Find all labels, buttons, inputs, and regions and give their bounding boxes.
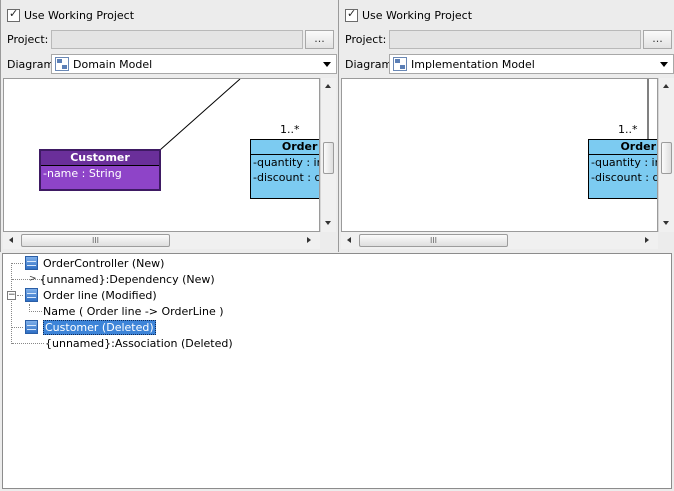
orderline-class-name: OrderL: [589, 140, 657, 155]
scroll-down-icon[interactable]: [663, 221, 669, 225]
right-use-working-project-checkbox[interactable]: ✓: [345, 6, 358, 22]
right-vertical-scrollbar[interactable]: [658, 78, 674, 232]
tree-item-label: {unnamed}:Association (Deleted): [45, 336, 233, 350]
right-project-label: Project:: [345, 33, 387, 46]
right-compare-panel: ✓ Use Working Project Project: ... Diagr…: [338, 0, 674, 252]
left-multiplicity-label: 1..*: [280, 123, 300, 136]
orderline-attr-quantity: -quantity : int: [591, 156, 657, 169]
left-vertical-scrollbar[interactable]: [320, 78, 336, 232]
customer-attr-name: -name : String: [43, 167, 122, 180]
scroll-right-icon[interactable]: [307, 237, 311, 243]
orderline-attr-discount: -discount : dou: [591, 171, 657, 184]
left-project-field[interactable]: [51, 30, 303, 49]
tree-item-label: Order line (Modified): [43, 288, 157, 302]
class-icon: [25, 256, 38, 270]
association-line[interactable]: [159, 79, 241, 151]
check-icon: ✓: [9, 6, 19, 20]
order-attr-discount: -discount : dou: [253, 171, 319, 184]
right-diagram-canvas[interactable]: 1..* OrderL -quantity : int -discount : …: [341, 78, 658, 232]
right-diagram-lines: [647, 79, 649, 139]
left-use-working-project-label: Use Working Project: [24, 8, 135, 22]
list-item[interactable]: OrderController (New): [25, 255, 164, 271]
diagram-icon: [393, 57, 407, 71]
left-use-working-project-checkbox[interactable]: ✓: [7, 6, 20, 22]
left-compare-panel: ✓ Use Working Project Project: ... Diagr…: [0, 0, 338, 252]
right-use-working-project[interactable]: ✓ Use Working Project: [345, 7, 472, 23]
list-item[interactable]: Order line (Modified): [25, 287, 157, 303]
tree-item-label: {unnamed}:Dependency (New): [39, 272, 215, 286]
diagram-icon: [55, 57, 69, 71]
order-line-class-name: Order l: [251, 140, 319, 155]
left-diagram-lines: [159, 79, 241, 151]
left-project-label: Project:: [7, 33, 49, 46]
right-browse-button[interactable]: ...: [643, 30, 672, 49]
order-line-class[interactable]: Order l -quantity : int -discount : dou: [250, 139, 319, 199]
right-project-field[interactable]: [389, 30, 641, 49]
left-diagram-value: Domain Model: [73, 57, 153, 71]
left-hscroll-grip: III: [91, 236, 100, 245]
orderline-class[interactable]: OrderL -quantity : int -discount : dou: [588, 139, 657, 199]
left-diagram-select[interactable]: Domain Model: [51, 54, 337, 74]
scroll-up-icon[interactable]: [325, 84, 331, 88]
dependency-arrow-icon: >: [29, 274, 37, 284]
right-diagram-value: Implementation Model: [411, 57, 535, 71]
scroll-up-icon[interactable]: [663, 84, 669, 88]
left-hscroll-thumb[interactable]: III: [21, 234, 170, 247]
tree-item-label-selected: Customer (Deleted): [43, 319, 156, 335]
right-horizontal-scrollbar[interactable]: III: [341, 232, 658, 249]
right-hscroll-thumb[interactable]: III: [359, 234, 508, 247]
scroll-left-icon[interactable]: [347, 237, 351, 243]
left-browse-button[interactable]: ...: [305, 30, 334, 49]
scroll-right-icon[interactable]: [645, 237, 649, 243]
difference-tree[interactable]: OrderController (New) > {unnamed}:Depend…: [2, 253, 672, 489]
check-icon: ✓: [347, 6, 357, 20]
tree-item-label: Name ( Order line -> OrderLine ): [43, 304, 224, 318]
class-icon: [25, 288, 38, 302]
chevron-down-icon: [323, 62, 331, 67]
chevron-down-icon: [660, 62, 668, 67]
customer-class-name: Customer: [41, 151, 159, 166]
customer-class[interactable]: Customer -name : String: [39, 149, 161, 191]
left-use-working-project[interactable]: ✓ Use Working Project: [7, 7, 134, 23]
tree-item-label: OrderController (New): [43, 256, 165, 270]
left-horizontal-scrollbar[interactable]: III: [3, 232, 320, 249]
right-multiplicity-label: 1..*: [618, 123, 638, 136]
class-icon: [25, 320, 38, 334]
order-attr-quantity: -quantity : int: [253, 156, 319, 169]
left-diagram-canvas[interactable]: 1..* Customer -name : String Order l -qu…: [3, 78, 320, 232]
left-diagram-label: Diagram:: [7, 58, 58, 71]
list-item[interactable]: {unnamed}:Association (Deleted): [45, 335, 233, 351]
right-use-working-project-label: Use Working Project: [362, 8, 473, 22]
collapse-icon[interactable]: −: [7, 290, 16, 300]
right-diagram-label: Diagram:: [345, 58, 396, 71]
list-item[interactable]: Customer (Deleted): [25, 319, 156, 335]
list-item[interactable]: Name ( Order line -> OrderLine ): [43, 303, 224, 319]
scroll-left-icon[interactable]: [9, 237, 13, 243]
right-diagram-select[interactable]: Implementation Model: [389, 54, 674, 74]
list-item[interactable]: > {unnamed}:Dependency (New): [29, 271, 215, 287]
left-vscroll-thumb[interactable]: [323, 142, 334, 174]
right-hscroll-grip: III: [429, 236, 438, 245]
scroll-down-icon[interactable]: [325, 221, 331, 225]
right-vscroll-thumb[interactable]: [661, 142, 672, 174]
